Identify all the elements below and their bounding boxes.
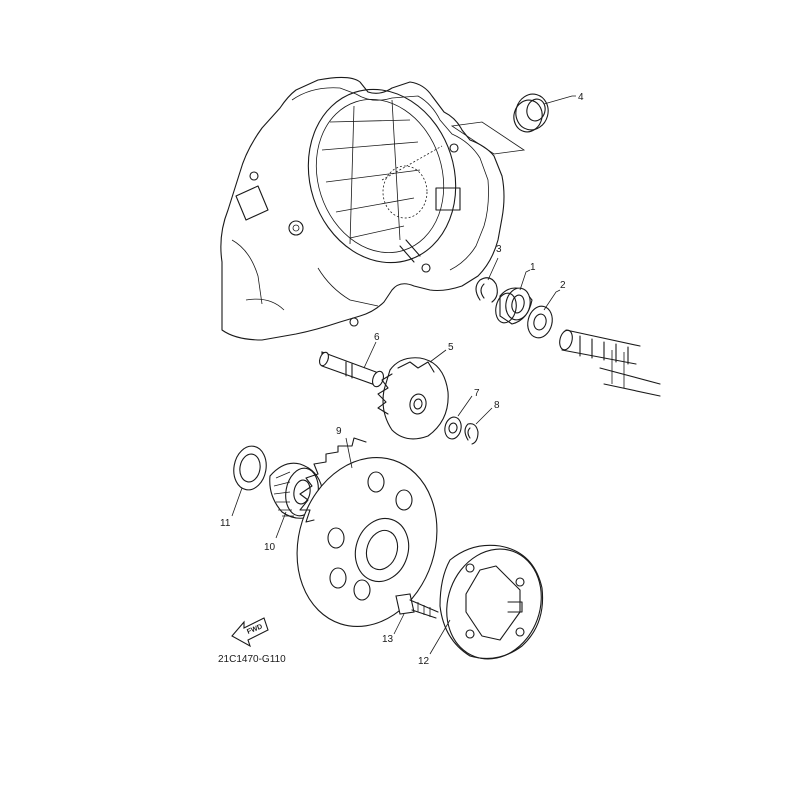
part-6-shaft [318,351,384,388]
callout-2-label: 2 [560,280,566,291]
callout-4-label: 4 [578,92,584,103]
part-9-starter-gear [296,437,438,627]
drawing-code: 21C1470-G110 [218,654,286,665]
callout-5: 5 [429,342,454,363]
crankcase-cover [220,76,526,341]
callouts: 1 2 3 4 5 6 7 8 [220,92,584,667]
callout-3: 3 [487,244,502,281]
callout-13: 13 [382,613,405,645]
callout-7: 7 [457,388,480,417]
callout-10-label: 10 [264,542,276,553]
callout-10: 10 [264,511,287,553]
part-8-circlip [464,423,479,445]
part-12-starter-clutch [439,544,544,660]
part-13-bolt [395,593,439,619]
callout-11-label: 11 [220,518,231,529]
part-11-washer [233,445,267,491]
callout-12: 12 [418,619,451,667]
callout-11: 11 [220,487,243,529]
part-4-oil-seal [513,93,549,133]
callout-2: 2 [543,280,566,311]
callout-12-label: 12 [418,656,430,667]
part-5-idler-gear [377,357,449,440]
callout-1: 1 [519,262,536,291]
callout-3-label: 3 [496,244,502,255]
callout-5-label: 5 [448,342,454,353]
part-2-washer [527,305,553,339]
fwd-arrow-icon: FWD [231,617,269,648]
part-3-circlip [475,277,498,303]
part-7-washer [444,416,462,440]
crankshaft-end [559,329,661,397]
callout-9: 9 [336,426,353,469]
part-1-bearing [495,287,533,325]
callout-4: 4 [543,92,584,105]
callout-1-label: 1 [530,262,536,273]
callout-9-label: 9 [336,426,342,437]
callout-6-label: 6 [374,332,380,343]
callout-13-label: 13 [382,634,394,645]
callout-8-label: 8 [494,400,500,411]
callout-6: 6 [363,332,380,369]
callout-8: 8 [475,400,500,425]
callout-7-label: 7 [474,388,480,399]
